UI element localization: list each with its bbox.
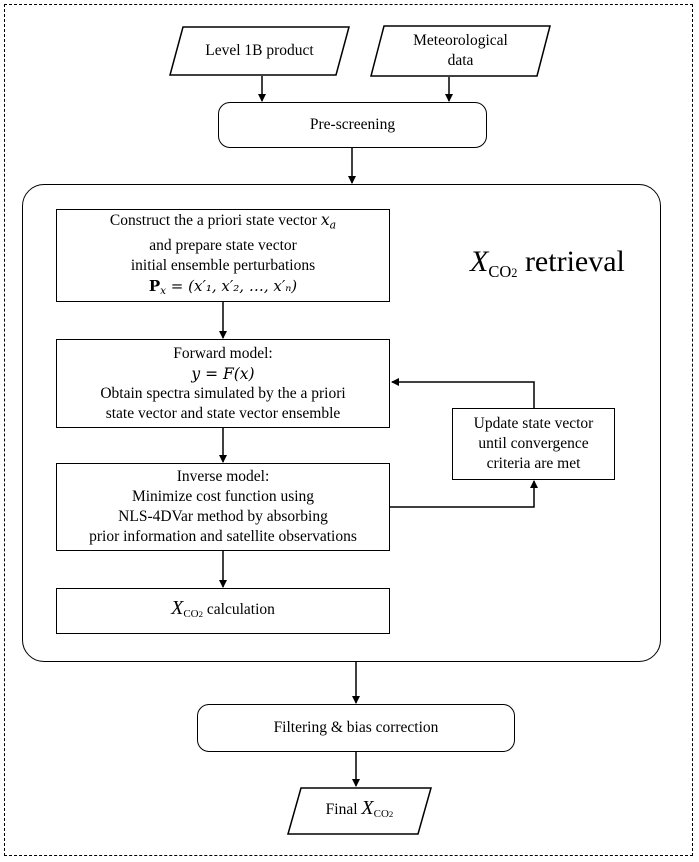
level1b-label: Level 1B product [205,42,314,59]
construct-formula: Px = (x′₁, x′₂, …, x′ₙ) [148,276,298,297]
update-state-vector-node: Update state vector until convergence cr… [452,408,615,480]
meteorological-node: Meteorological data [370,25,551,77]
level1b-node: Level 1B product [169,26,350,76]
forward-line3: state vector and state vector ensemble [105,404,341,422]
forward-model-node: Forward model: y = F(x) Obtain spectra s… [56,339,390,428]
forward-title: Forward model: [173,344,273,362]
construct-line3: initial ensemble perturbations [130,256,316,274]
xco2-calculation-label: XCO2 calculation [171,596,275,621]
prescreening-node: Pre-screening [218,102,487,148]
inverse-line3: prior information and satellite observat… [89,528,357,545]
outer-dashed-frame [4,4,693,856]
final-xco2-node: Final XCO2 [287,787,432,835]
inverse-line1: Minimize cost function using [131,488,315,505]
retrieval-title: XCO2 retrieval [470,245,625,281]
retrieval-container [22,184,661,662]
arrow-inverse-to-update [390,480,538,508]
inverse-model-node: Inverse model: Minimize cost function us… [56,463,390,551]
inverse-title: Inverse model: [176,468,270,485]
prescreening-label: Pre-screening [309,116,396,133]
filtering-label: Filtering & bias correction [273,719,439,736]
construct-line2: and prepare state vector [149,236,297,254]
xco2-calculation-node: XCO2 calculation [56,588,390,634]
filtering-node: Filtering & bias correction [197,704,515,752]
update-line1: Update state vector [473,415,594,432]
forward-line2: Obtain spectra simulated by the a priori [100,384,346,402]
final-xco2-label: Final XCO2 [325,796,394,821]
arrow-update-to-forward [391,378,535,408]
meteorological-label-line2: data [447,52,474,69]
forward-equation: y = F(x) [191,364,255,383]
construct-state-vector-node: Construct the a priori state vector xa a… [56,209,390,302]
update-line3: criteria are met [486,455,581,472]
construct-line1: Construct the a priori state vector xa [109,211,337,232]
update-line2: until convergence [478,435,589,452]
meteorological-label-line1: Meteorological [413,32,508,49]
inverse-line2: NLS-4DVar method by absorbing [118,508,328,525]
